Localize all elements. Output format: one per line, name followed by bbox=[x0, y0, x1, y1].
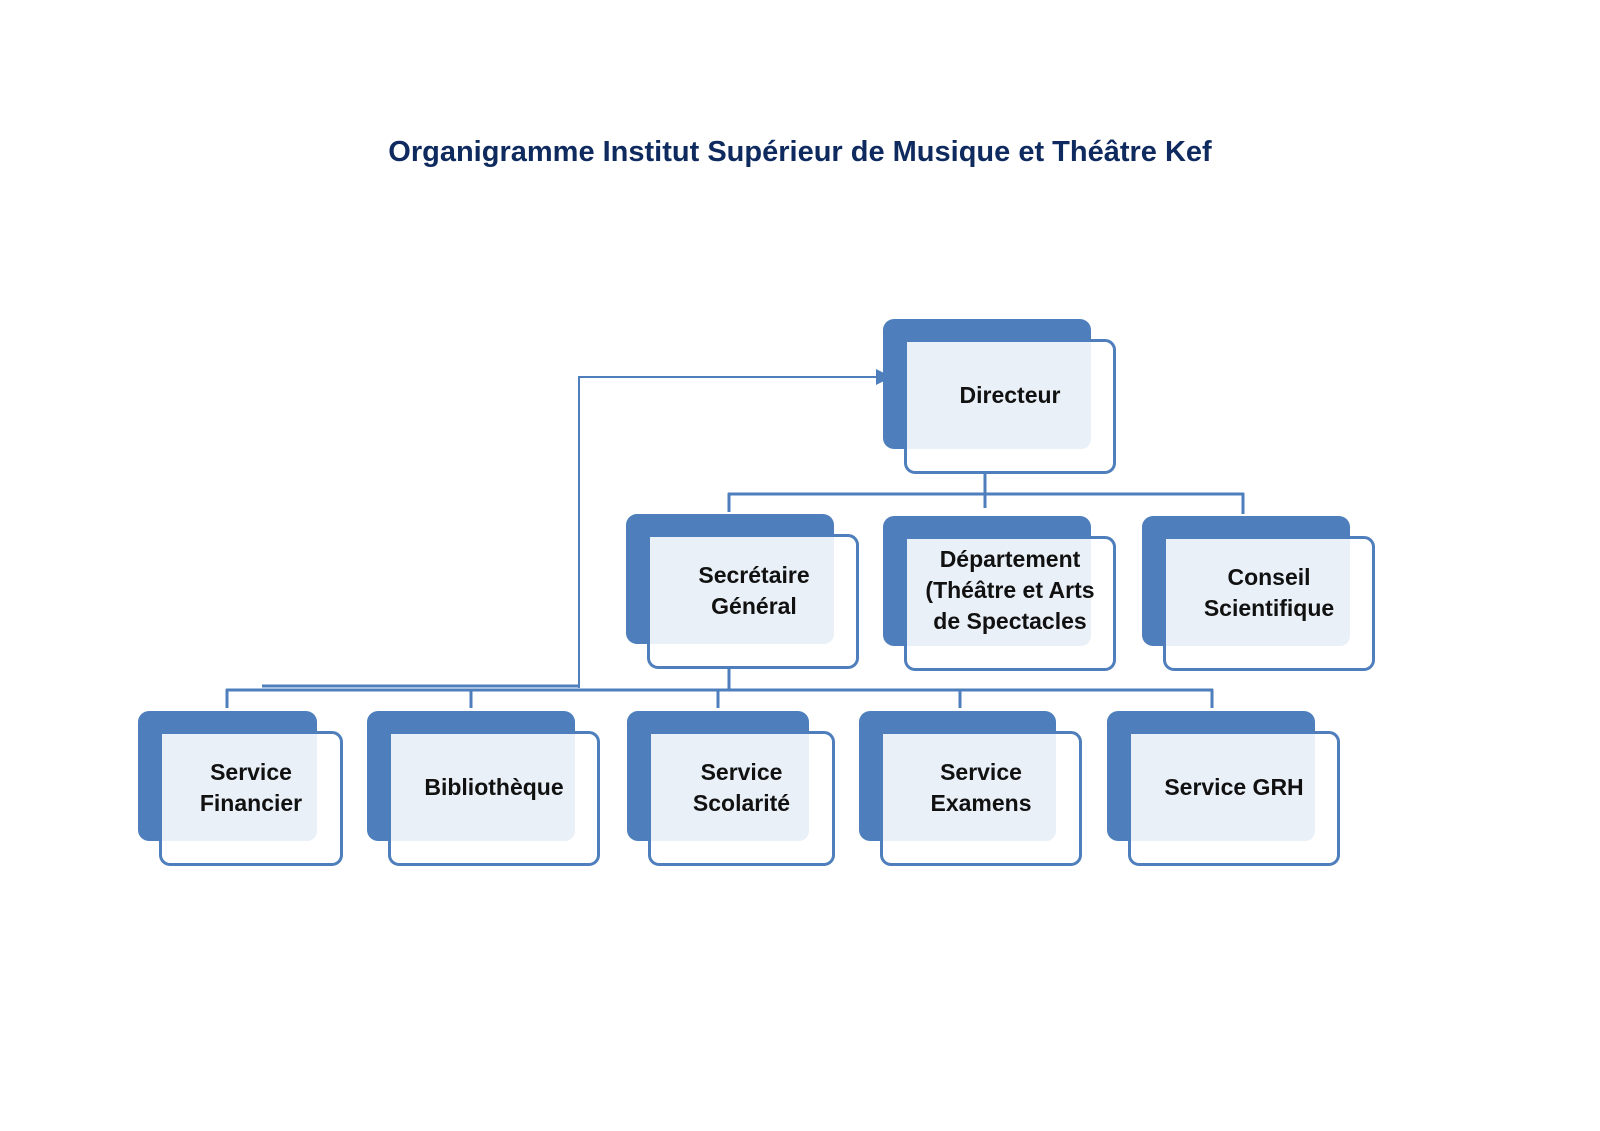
node-label: Service Scolarité bbox=[692, 758, 791, 816]
node-overlap bbox=[1166, 539, 1350, 646]
node-overlap bbox=[907, 539, 1091, 646]
edge-feedback-arrow bbox=[578, 369, 892, 688]
node-label: Bibliothèque bbox=[424, 774, 564, 800]
node-label: Département (Théâtre et Arts de Spectacl… bbox=[925, 546, 1095, 634]
node-label: Service Financier bbox=[199, 758, 303, 816]
node-overlap bbox=[883, 734, 1056, 841]
chart-title: Organigramme Institut Supérieur de Musiq… bbox=[388, 136, 1212, 168]
node-overlap bbox=[1131, 734, 1315, 841]
node-label: Service GRH bbox=[1164, 774, 1304, 800]
node-label: Directeur bbox=[959, 382, 1061, 408]
node-label: Service Examens bbox=[930, 758, 1032, 816]
node-overlap bbox=[162, 734, 317, 841]
node-overlap bbox=[391, 734, 575, 841]
node-overlap bbox=[650, 537, 834, 644]
node-overlap bbox=[651, 734, 809, 841]
node-overlap bbox=[907, 342, 1091, 449]
node-label: Secrétaire Général bbox=[698, 561, 810, 619]
node-label: Conseil Scientifique bbox=[1203, 563, 1335, 621]
